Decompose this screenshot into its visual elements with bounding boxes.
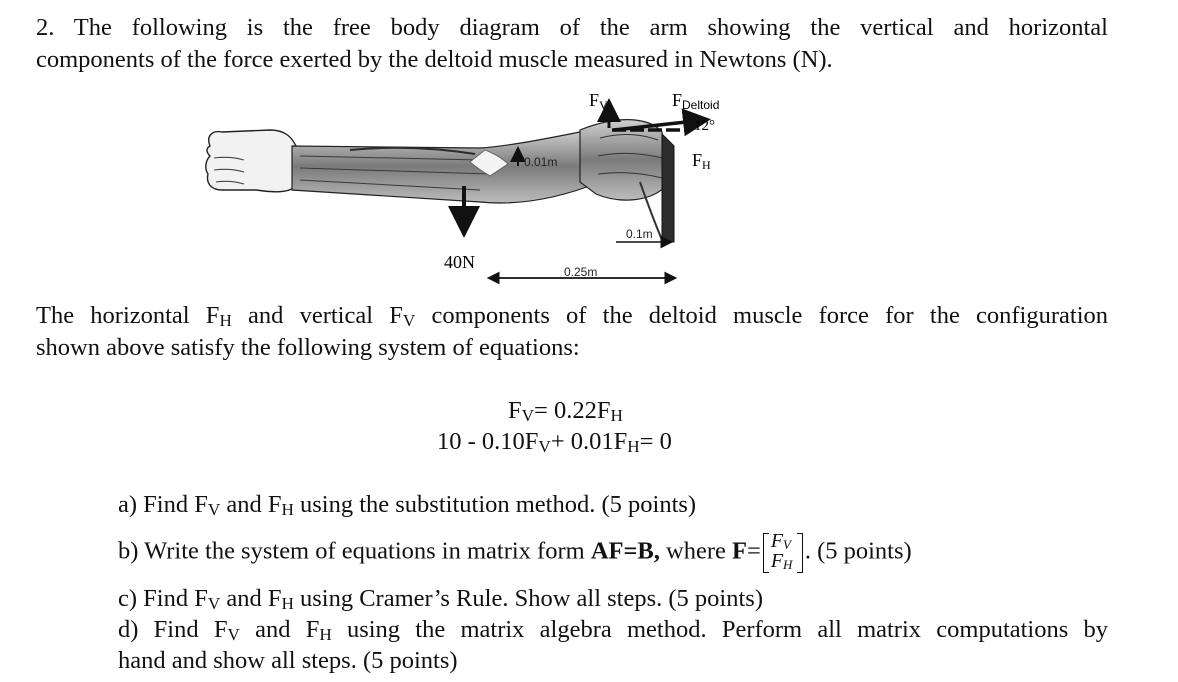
- angle-arc: [687, 119, 690, 131]
- question-c: c) Find FV and FH using Cramer’s Rule. S…: [118, 585, 763, 613]
- equation-2: 10 - 0.10FV+ 0.01FH= 0: [437, 428, 672, 456]
- intro-line-2: components of the force exerted by the d…: [36, 46, 833, 73]
- angle-label: 12°: [694, 118, 715, 134]
- weight-label: 40N: [444, 252, 475, 272]
- intro-line-1: 2. The following is the free body diagra…: [36, 14, 1108, 41]
- upper-arm-illustration: [579, 119, 675, 243]
- question-d-line-2: hand and show all steps. (5 points): [118, 647, 458, 674]
- hand-illustration: [205, 129, 297, 193]
- distance-label-0-25m: 0.25m: [564, 265, 597, 279]
- distance-label-0-1m: 0.1m: [626, 227, 653, 241]
- equation-1: FV= 0.22FH: [508, 397, 623, 425]
- fv-label: FV: [589, 90, 608, 112]
- system-description-paragraph: The horizontal FH and vertical FV compon…: [36, 300, 1108, 364]
- fh-label: FH: [692, 150, 711, 172]
- question-a: a) Find FV and FH using the substitution…: [118, 491, 697, 519]
- question-d-line-1: d) Find FV and FH using the matrix algeb…: [118, 616, 1109, 644]
- description-line-2: shown above satisfy the following system…: [36, 334, 580, 361]
- intro-paragraph: 2. The following is the free body diagra…: [36, 12, 1108, 76]
- question-b: b) Write the system of equations in matr…: [118, 530, 912, 573]
- description-line-1: The horizontal FH and vertical FV compon…: [36, 302, 1109, 330]
- fdeltoid-label: FDeltoid: [672, 90, 719, 112]
- free-body-diagram: FV FDeltoid 12° FH 0.01m 40N 0.1m 0.25m: [205, 90, 719, 285]
- distance-label-0-01m: 0.01m: [524, 155, 557, 169]
